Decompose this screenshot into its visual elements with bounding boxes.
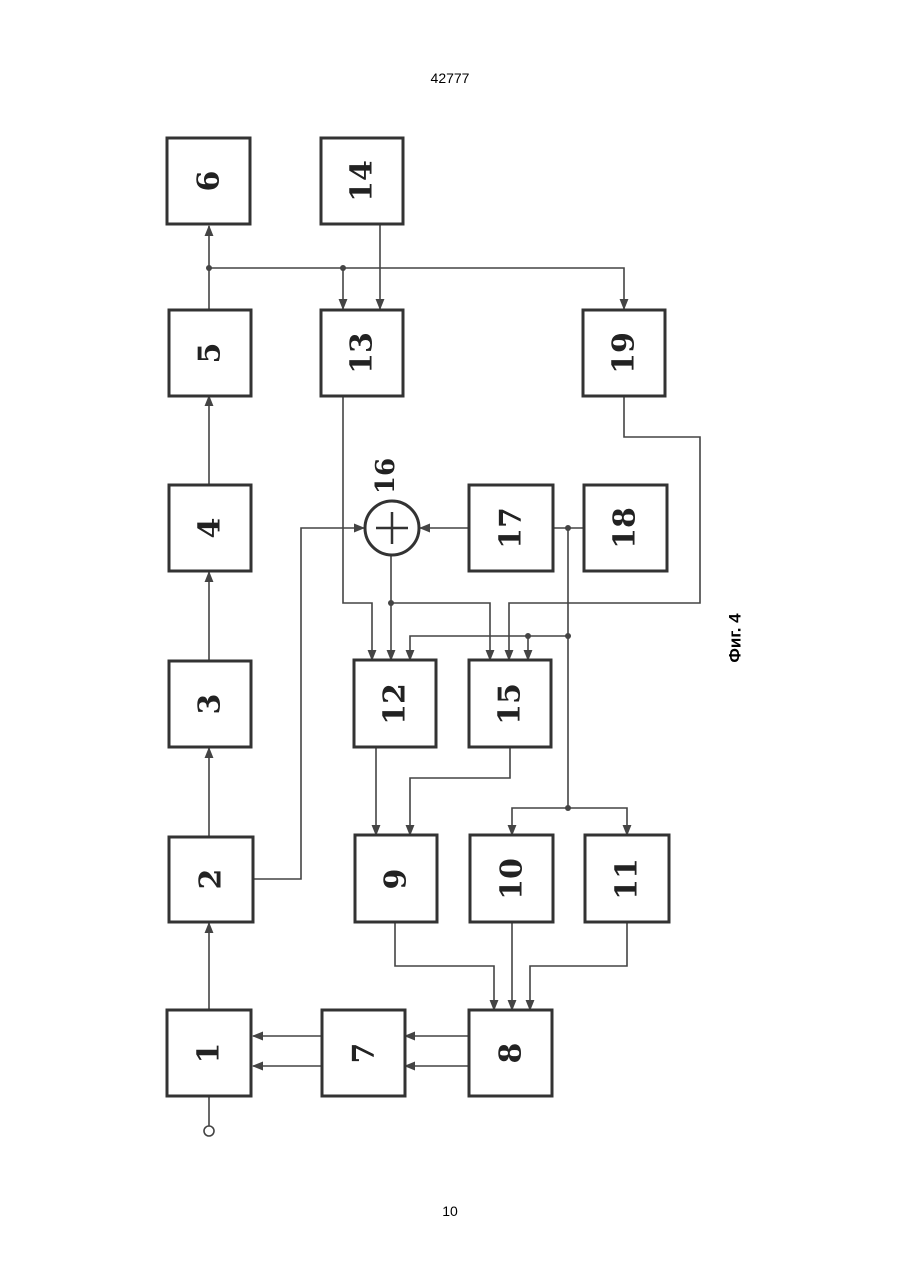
block-3: 3 — [169, 661, 251, 747]
block-13: 13 — [321, 310, 403, 396]
block-16-label: 16 — [371, 458, 401, 494]
block-9-label: 9 — [379, 869, 414, 890]
block-1: 1 — [167, 1010, 251, 1096]
block-17-label: 17 — [494, 507, 529, 549]
block-18: 18 — [584, 485, 667, 571]
block-12: 12 — [354, 660, 436, 747]
adder-16: 16 — [365, 458, 419, 555]
block-6: 6 — [167, 138, 250, 224]
block-14: 14 — [321, 138, 403, 224]
block-4: 4 — [169, 485, 251, 571]
block-14-label: 14 — [345, 160, 380, 202]
block-11-label: 11 — [610, 858, 645, 900]
block-15: 15 — [469, 660, 551, 747]
block-12-label: 12 — [378, 683, 413, 725]
block-7: 7 — [322, 1010, 405, 1096]
block-2-label: 2 — [194, 869, 229, 890]
figure-caption: Фиг. 4 — [726, 613, 745, 663]
page-number-bottom: 10 — [0, 1203, 900, 1219]
block-10-label: 10 — [495, 858, 530, 900]
block-17: 17 — [469, 485, 553, 571]
block-11: 11 — [585, 835, 669, 922]
block-1-label: 1 — [192, 1043, 227, 1064]
block-5-label: 5 — [193, 343, 228, 364]
block-4-label: 4 — [193, 518, 228, 539]
block-6-label: 6 — [192, 171, 227, 192]
block-8: 8 — [469, 1010, 552, 1096]
block-3-label: 3 — [193, 694, 228, 715]
block-5: 5 — [169, 310, 251, 396]
block-18-label: 18 — [608, 507, 643, 549]
block-7-label: 7 — [347, 1043, 382, 1064]
block-10: 10 — [470, 835, 553, 922]
block-8-label: 8 — [494, 1043, 529, 1064]
block-15-label: 15 — [493, 683, 528, 725]
block-19-label: 19 — [607, 332, 642, 374]
block-19: 19 — [583, 310, 665, 396]
block-2: 2 — [169, 837, 253, 922]
block-13-label: 13 — [345, 332, 380, 374]
block-9: 9 — [355, 835, 437, 922]
